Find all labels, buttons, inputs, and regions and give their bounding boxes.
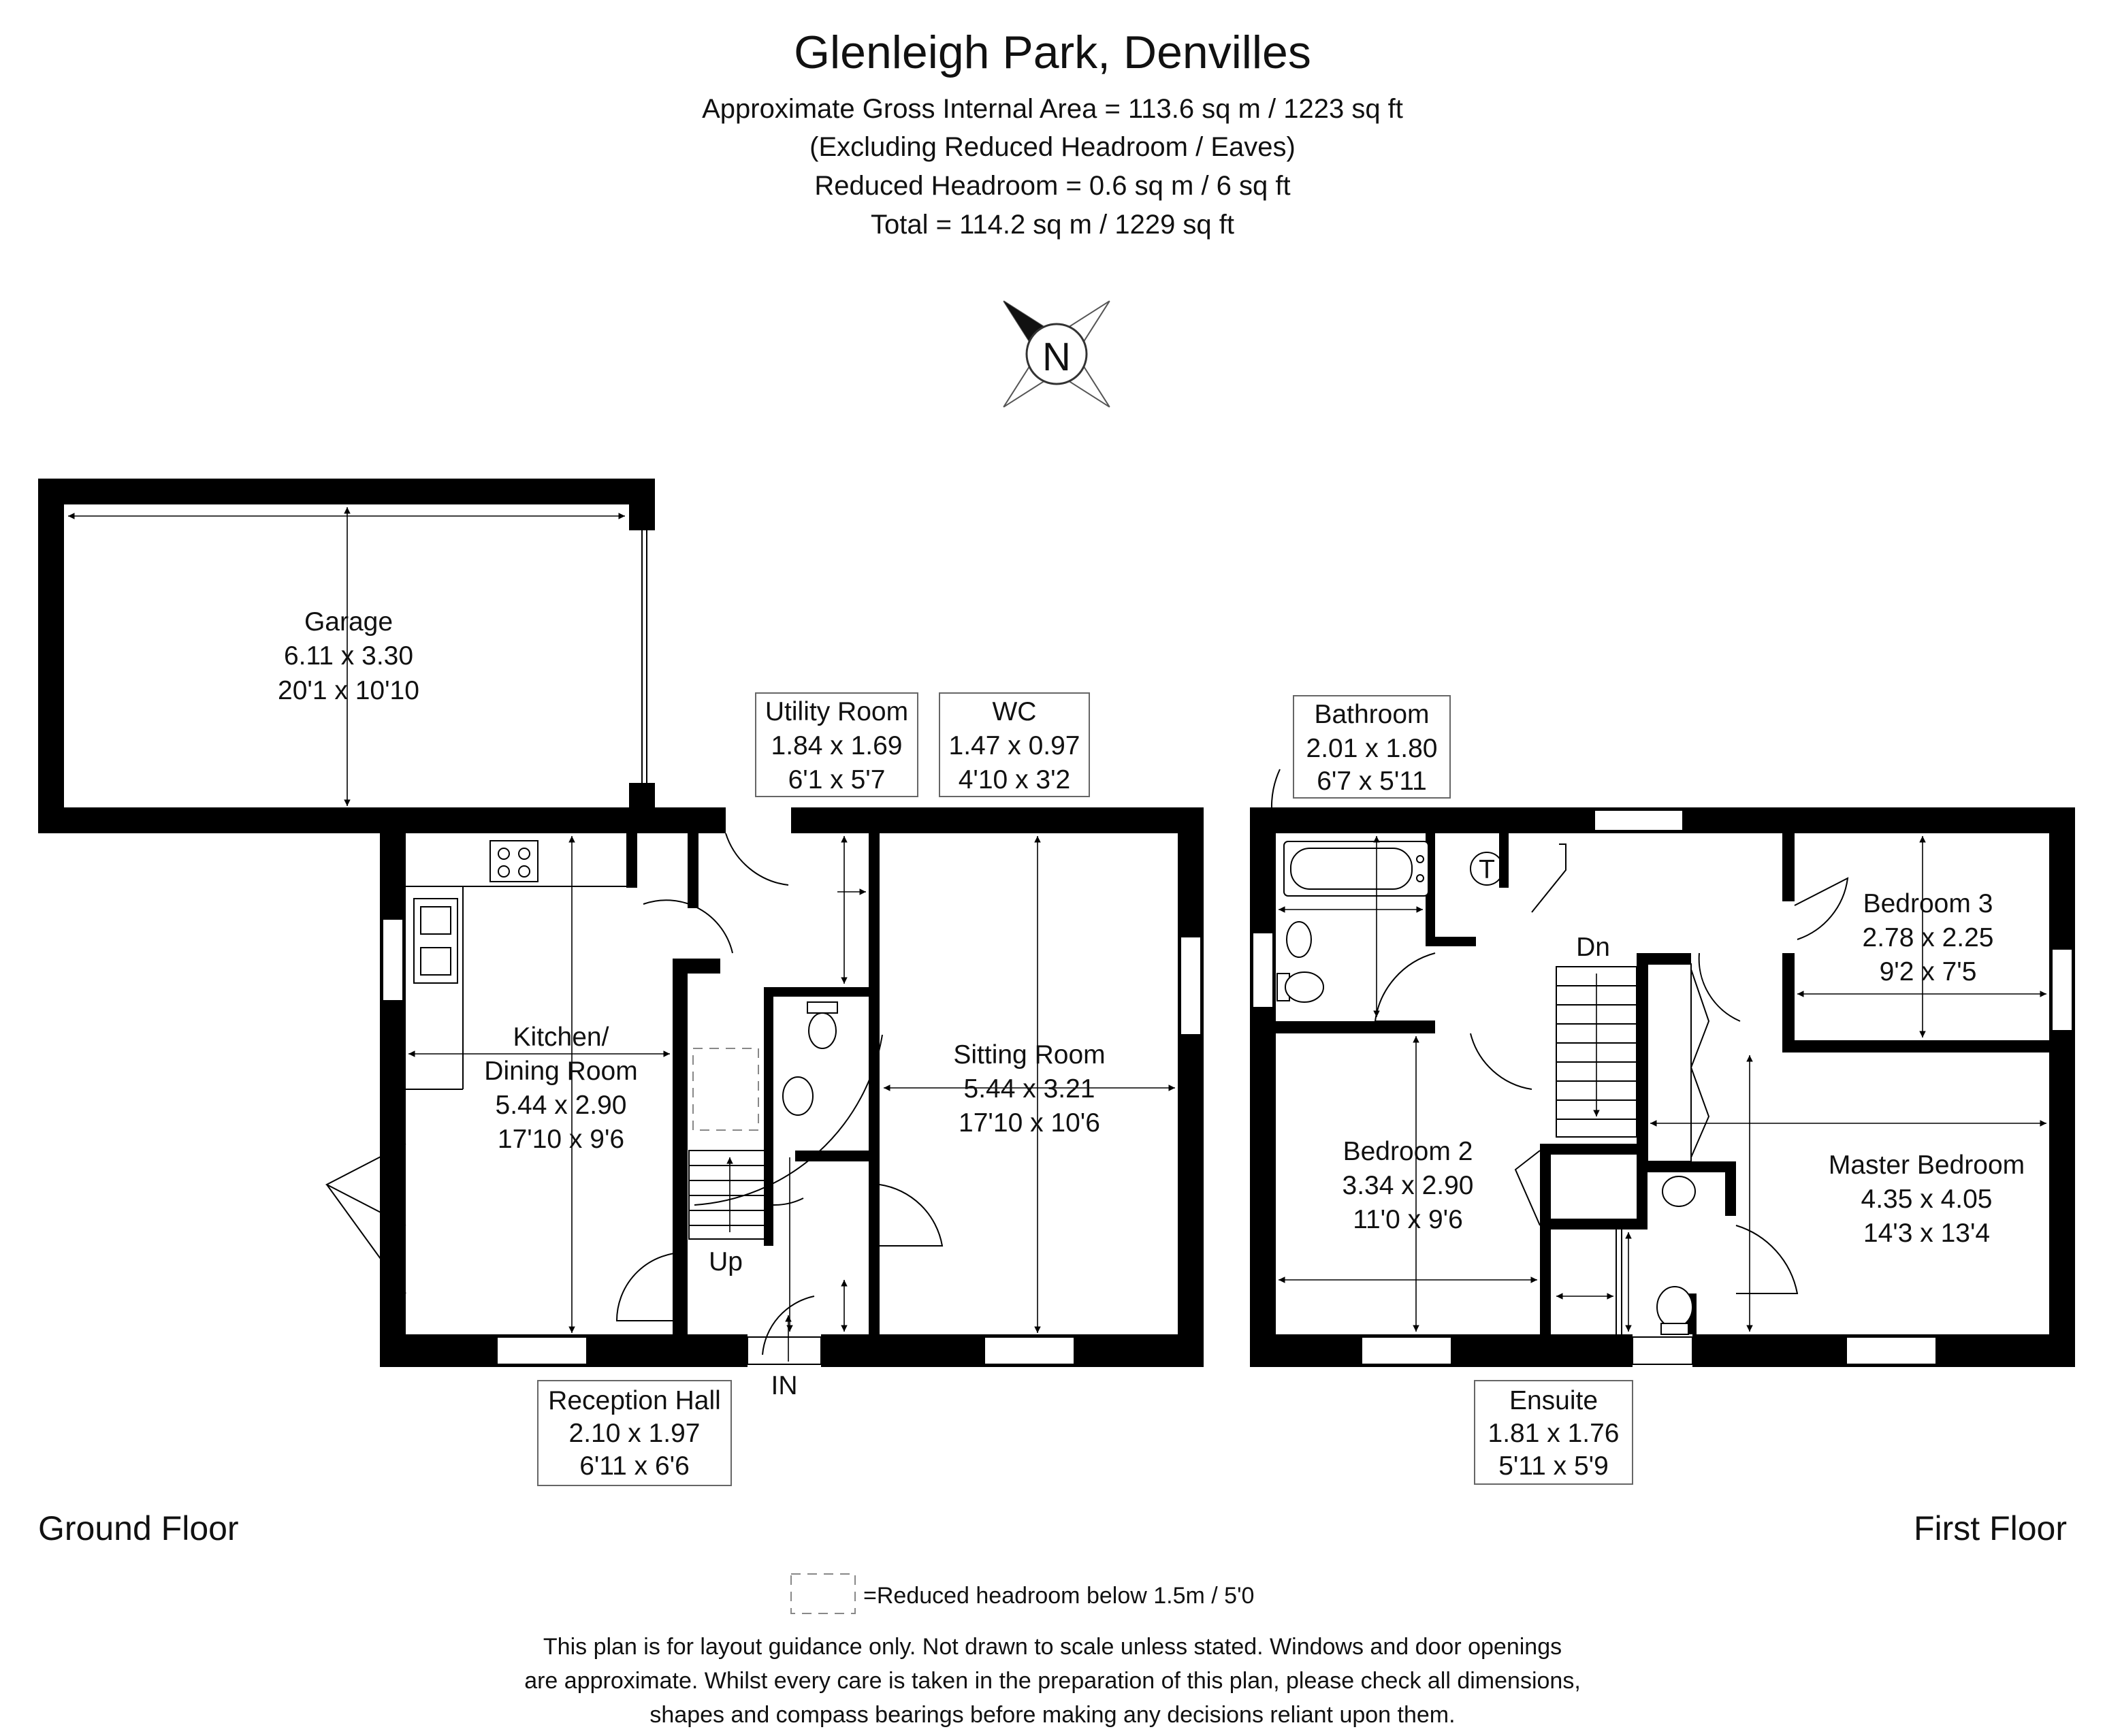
garage-metric: 6.11 x 3.30 <box>284 641 413 671</box>
tank-cupboard-label: T <box>1479 855 1495 884</box>
master-name: Master Bedroom <box>1829 1151 2025 1180</box>
utility-metric: 1.84 x 1.69 <box>771 731 903 760</box>
master-bedroom-label: Master Bedroom 4.35 x 4.05 14'3 x 13'4 <box>1829 1151 2025 1248</box>
bathroom-label: Bathroom 2.01 x 1.80 6'7 x 5'11 <box>1293 695 1451 799</box>
reception-metric: 2.10 x 1.97 <box>569 1419 701 1448</box>
bathroom-imperial: 6'7 x 5'11 <box>1317 767 1427 796</box>
legend-text: =Reduced headroom below 1.5m / 5'0 <box>863 1583 1254 1609</box>
bedroom3-metric: 2.78 x 2.25 <box>1863 923 1994 952</box>
kitchen-label: Kitchen/ Dining Room 5.44 x 2.90 17'10 x… <box>484 1023 637 1154</box>
bedroom3-label: Bedroom 3 2.78 x 2.25 9'2 x 7'5 <box>1863 889 1994 986</box>
reception-name: Reception Hall <box>548 1386 721 1415</box>
garage-imperial: 20'1 x 10'10 <box>278 676 419 705</box>
utility-imperial: 6'1 x 5'7 <box>788 765 886 794</box>
wc-label: WC 1.47 x 0.97 4'10 x 3'2 <box>939 692 1090 797</box>
page-title: Glenleigh Park, Denvilles <box>794 27 1311 78</box>
garage-name: Garage <box>304 607 393 637</box>
kitchen-imperial: 17'10 x 9'6 <box>498 1125 624 1154</box>
compass-icon <box>1003 300 1110 408</box>
master-metric: 4.35 x 4.05 <box>1861 1185 1993 1214</box>
utility-name: Utility Room <box>765 697 908 726</box>
compass-north-label: N <box>1042 335 1071 379</box>
total-area-line: Total = 114.2 sq m / 1229 sq ft <box>871 210 1234 240</box>
reception-hall-label: Reception Hall 2.10 x 1.97 6'11 x 6'6 <box>537 1380 732 1486</box>
header: Glenleigh Park, Denvilles Approximate Gr… <box>702 27 1403 240</box>
sitting-room-label: Sitting Room 5.44 x 3.21 17'10 x 10'6 <box>953 1040 1105 1138</box>
bedroom2-name: Bedroom 2 <box>1343 1137 1473 1166</box>
utility-room-label: Utility Room 1.84 x 1.69 6'1 x 5'7 <box>755 692 918 797</box>
disclaimer: This plan is for layout guidance only. N… <box>524 1634 1581 1728</box>
first-stairs-down-label: Dn <box>1576 933 1610 962</box>
kitchen-name-1: Kitchen/ <box>513 1023 609 1052</box>
ensuite-imperial: 5'11 x 5'9 <box>1498 1451 1609 1481</box>
entrance-label: IN <box>771 1371 798 1400</box>
ensuite-metric: 1.81 x 1.76 <box>1488 1419 1620 1448</box>
legend: =Reduced headroom below 1.5m / 5'0 <box>790 1573 1254 1614</box>
bedroom2-label: Bedroom 2 3.34 x 2.90 11'0 x 9'6 <box>1343 1137 1474 1234</box>
bedroom2-metric: 3.34 x 2.90 <box>1343 1171 1474 1200</box>
bedroom3-imperial: 9'2 x 7'5 <box>1880 957 1977 986</box>
ground-stairs <box>688 1150 771 1240</box>
first-floor-label: First Floor <box>1914 1509 2067 1547</box>
ensuite-label: Ensuite 1.81 x 1.76 5'11 x 5'9 <box>1474 1380 1633 1485</box>
first-floor-plan <box>1250 769 2075 1367</box>
bathroom-name: Bathroom <box>1314 700 1429 729</box>
sitting-name: Sitting Room <box>953 1040 1105 1070</box>
reduced-headroom-swatch <box>790 1573 856 1614</box>
bedroom2-imperial: 11'0 x 9'6 <box>1353 1205 1463 1234</box>
ground-stairs-up-label: Up <box>709 1247 743 1276</box>
gross-area-line: Approximate Gross Internal Area = 113.6 … <box>702 94 1403 124</box>
bedroom3-name: Bedroom 3 <box>1863 889 1993 918</box>
bathroom-metric: 2.01 x 1.80 <box>1306 734 1438 763</box>
first-stairs <box>1556 966 1637 1138</box>
sitting-imperial: 17'10 x 10'6 <box>959 1108 1100 1138</box>
reception-imperial: 6'11 x 6'6 <box>579 1451 690 1481</box>
sitting-metric: 5.44 x 3.21 <box>964 1074 1095 1104</box>
master-imperial: 14'3 x 13'4 <box>1863 1219 1990 1248</box>
kitchen-name-2: Dining Room <box>484 1057 637 1086</box>
ground-floor-plan <box>38 479 1204 1367</box>
kitchen-metric: 5.44 x 2.90 <box>496 1091 627 1120</box>
wc-name: WC <box>993 697 1037 726</box>
disclaimer-line-3: shapes and compass bearings before makin… <box>649 1702 1455 1728</box>
disclaimer-line-1: This plan is for layout guidance only. N… <box>543 1634 1562 1660</box>
ground-floor-label: Ground Floor <box>38 1509 239 1547</box>
excluding-line: (Excluding Reduced Headroom / Eaves) <box>809 132 1296 162</box>
reduced-headroom-line: Reduced Headroom = 0.6 sq m / 6 sq ft <box>814 171 1290 201</box>
wc-metric: 1.47 x 0.97 <box>949 731 1080 760</box>
wc-imperial: 4'10 x 3'2 <box>959 765 1071 794</box>
ensuite-name: Ensuite <box>1509 1386 1598 1415</box>
garage-label: Garage 6.11 x 3.30 20'1 x 10'10 <box>278 607 419 705</box>
disclaimer-line-2: are approximate. Whilst every care is ta… <box>524 1668 1581 1694</box>
